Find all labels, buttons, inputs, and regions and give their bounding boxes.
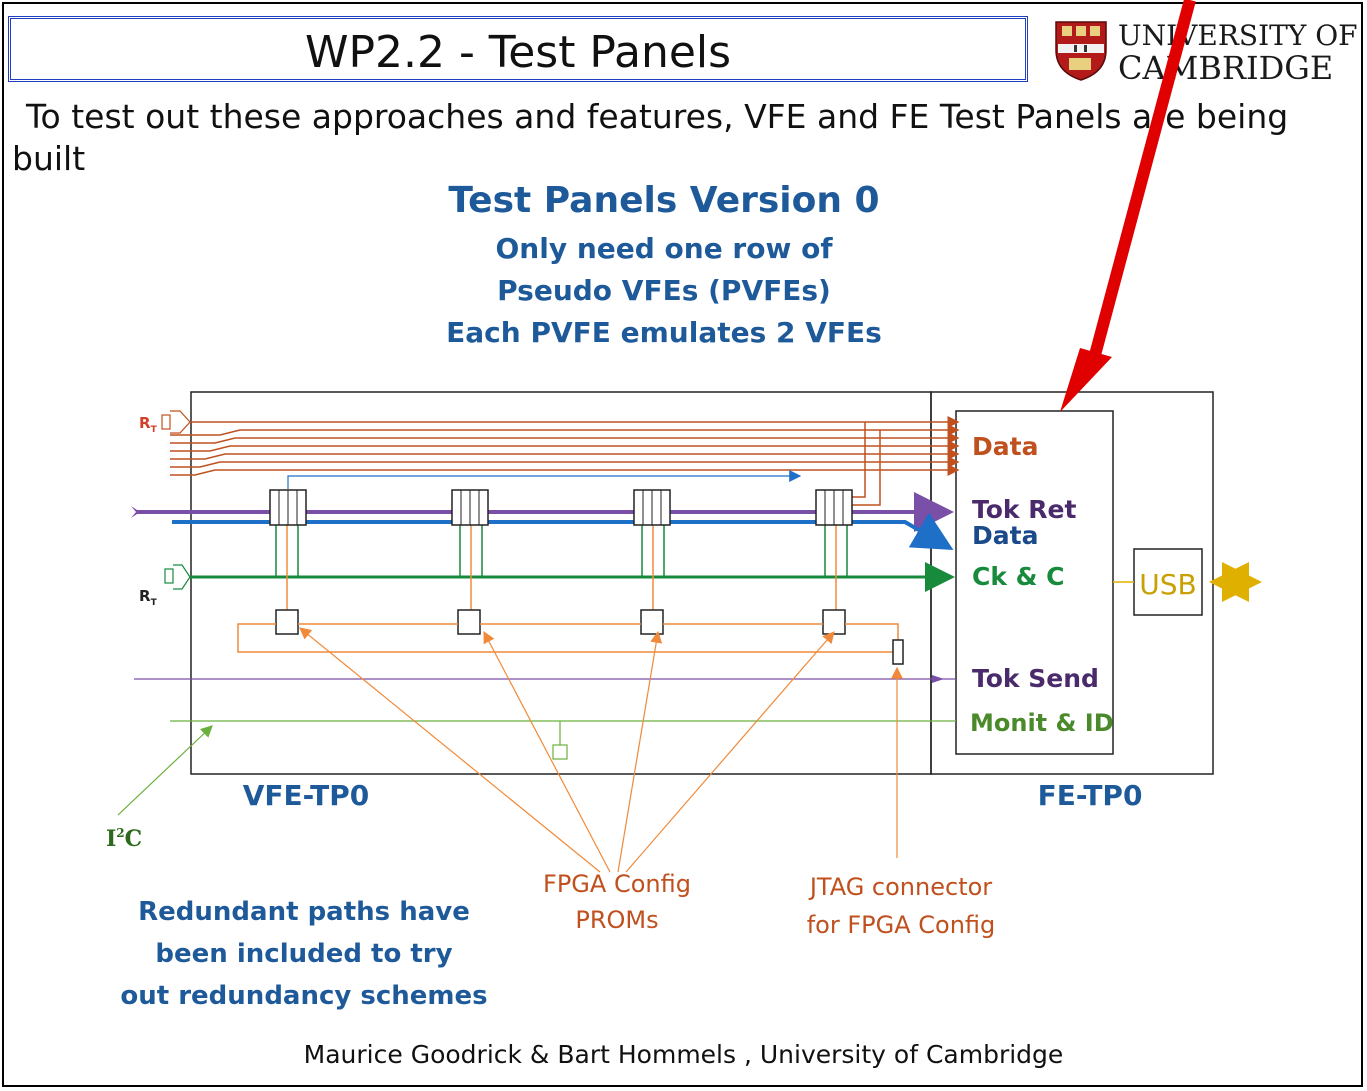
fpga-note-line-1: FPGA Config bbox=[543, 870, 691, 898]
rt-label-bottom: RT bbox=[139, 587, 158, 608]
usb-box bbox=[1133, 548, 1203, 616]
jtag-note-line-1: JTAG connector bbox=[808, 873, 992, 901]
pvfe-4 bbox=[815, 489, 853, 635]
slide-title: WP2.2 - Test Panels bbox=[304, 27, 732, 78]
vfe-panel bbox=[190, 391, 932, 775]
i2c-arrow bbox=[117, 725, 213, 816]
fe-data-label: Data bbox=[972, 432, 1038, 461]
cambridge-logo bbox=[1055, 21, 1107, 81]
title-box: WP2.2 - Test Panels bbox=[8, 16, 1028, 82]
redundant-note-line-3: out redundancy schemes bbox=[120, 981, 487, 1011]
subheading-line-3: Each PVFE emulates 2 VFEs bbox=[446, 316, 882, 349]
pvfe-1 bbox=[269, 489, 307, 635]
fe-panel-label: FE-TP0 bbox=[1038, 779, 1143, 812]
red-pointer-arrow-icon bbox=[1089, 0, 1196, 357]
redundant-note-line-1: Redundant paths have bbox=[138, 897, 470, 927]
jtag-connector bbox=[892, 639, 904, 665]
red-arrowhead bbox=[1060, 348, 1112, 412]
fe-data2-label: Data bbox=[972, 521, 1038, 550]
fe-ck-label: Ck & C bbox=[972, 562, 1065, 591]
pvfe-2 bbox=[451, 489, 489, 635]
fpga-note-line-2: PROMs bbox=[575, 906, 658, 934]
i2c-label: I2C bbox=[106, 826, 142, 852]
rt-terminator-bottom bbox=[164, 564, 191, 590]
fe-tokret-label: Tok Ret bbox=[972, 495, 1076, 524]
blue-thin-loop bbox=[287, 470, 802, 489]
fe-toksend-label: Tok Send bbox=[972, 664, 1099, 693]
footer-credit: Maurice Goodrick & Bart Hommels , Univer… bbox=[303, 1040, 1064, 1069]
pvfe-3 bbox=[633, 489, 671, 635]
rt-terminator-top bbox=[161, 410, 191, 434]
logo-text: UNIVERSITY OF CAMBRIDGE bbox=[1118, 19, 1358, 87]
redundant-note-line-2: been included to try bbox=[155, 939, 452, 969]
data-lines bbox=[170, 416, 960, 506]
fe-fpga-box bbox=[955, 410, 1114, 755]
vfe-panel-label: VFE-TP0 bbox=[243, 779, 370, 812]
fpga-prom-arrows bbox=[299, 627, 903, 873]
rt-label-top: RT bbox=[139, 414, 158, 435]
subheading-line-1: Only need one row of bbox=[495, 232, 833, 265]
subheading-line-2: Pseudo VFEs (PVFEs) bbox=[497, 274, 831, 307]
blue-data-line bbox=[172, 512, 954, 551]
intro-text: To test out these approaches and feature… bbox=[12, 97, 1289, 178]
monit-chip bbox=[552, 744, 568, 760]
token-entry-arrow bbox=[131, 506, 140, 518]
cambridge-crest-icon bbox=[1055, 21, 1107, 81]
logo-line2: CAMBRIDGE bbox=[1118, 49, 1334, 87]
jtag-note-line-2: for FPGA Config bbox=[807, 911, 996, 939]
usb-label: USB bbox=[1139, 568, 1196, 601]
config-chain bbox=[237, 623, 899, 653]
logo-line1: UNIVERSITY OF bbox=[1118, 19, 1358, 52]
diagram-heading: Test Panels Version 0 bbox=[448, 180, 879, 221]
fe-monit-label: Monit & ID bbox=[970, 709, 1114, 737]
